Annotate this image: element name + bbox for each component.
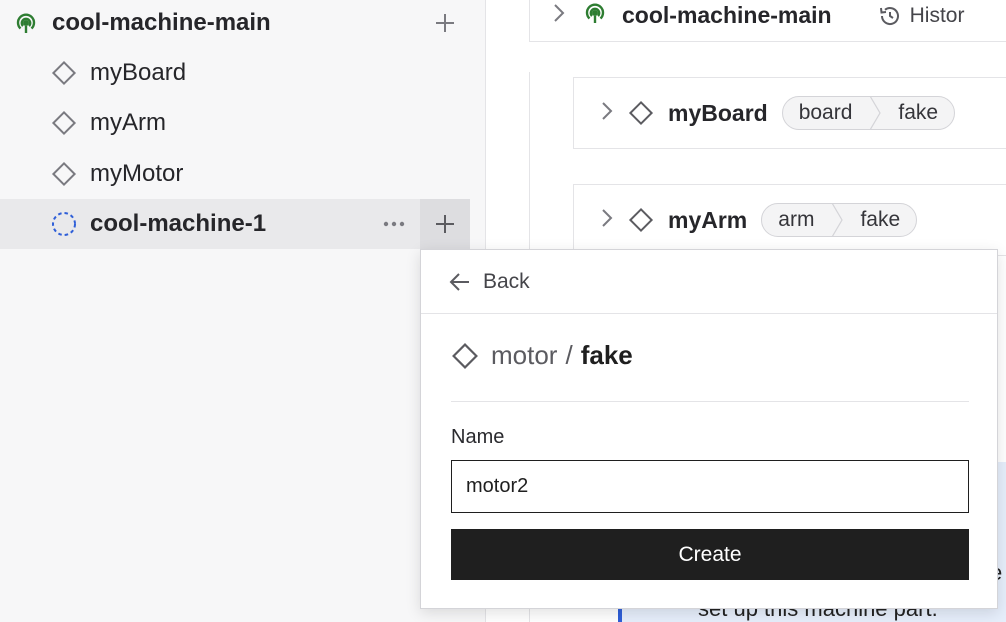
sidebar: cool-machine-main myBoard myArm myMotor … [0, 0, 486, 622]
add-subpart-button[interactable] [420, 199, 470, 249]
diamond-icon [628, 207, 654, 233]
chip-model: fake [860, 208, 901, 231]
sidebar-item-mymotor[interactable]: myMotor [0, 149, 486, 199]
popover-divider [451, 401, 969, 402]
diamond-icon [50, 59, 78, 87]
sidebar-item-label: myMotor [90, 160, 184, 187]
chip-type: arm [778, 208, 815, 231]
plus-icon [436, 14, 454, 32]
sidebar-root-label: cool-machine-main [52, 9, 271, 36]
machine-status-icon [12, 9, 40, 37]
back-button[interactable]: Back [421, 250, 997, 314]
sidebar-item-label: myArm [90, 109, 166, 136]
component-name: myBoard [668, 99, 768, 126]
component-name: myArm [668, 206, 748, 233]
sidebar-item-myboard[interactable]: myBoard [0, 48, 486, 98]
chevron-right-icon[interactable] [552, 3, 566, 28]
arrow-left-icon [449, 272, 469, 291]
resource-model: fake [580, 340, 633, 370]
chip-type: board [798, 101, 853, 124]
sidebar-root-machine[interactable]: cool-machine-main [0, 0, 486, 48]
diamond-icon [50, 160, 78, 188]
type-model-chip: arm fake [761, 203, 918, 237]
machine-title: cool-machine-main [622, 2, 832, 28]
sidebar-item-myarm[interactable]: myArm [0, 98, 486, 148]
sidebar-item-cool-machine-1[interactable]: cool-machine-1 [0, 199, 470, 249]
create-button[interactable]: Create [451, 529, 969, 580]
chevron-right-icon[interactable] [600, 101, 614, 126]
add-component-popover: Back motor / fake Name Create [420, 249, 998, 609]
chip-separator-icon [831, 203, 844, 237]
sidebar-item-label: myBoard [90, 59, 187, 86]
resource-type-heading: motor / fake [451, 340, 633, 371]
diamond-icon [50, 109, 78, 137]
machine-status-icon [582, 0, 608, 31]
name-input[interactable] [451, 460, 969, 513]
chip-separator-icon [869, 96, 882, 130]
diamond-icon [628, 100, 654, 126]
ellipsis-icon [383, 221, 405, 227]
diamond-icon [451, 342, 479, 370]
history-icon [879, 6, 899, 25]
history-button[interactable]: Histor [878, 3, 965, 28]
resource-type: motor [491, 340, 558, 370]
dashed-circle-icon [50, 210, 78, 238]
more-options-button[interactable] [376, 206, 412, 242]
chevron-right-icon[interactable] [600, 208, 614, 233]
type-model-chip: board fake [781, 96, 956, 130]
resource-separator: / [565, 340, 573, 370]
name-label: Name [451, 426, 505, 448]
sidebar-item-label: cool-machine-1 [90, 210, 267, 237]
plus-icon [436, 215, 454, 233]
back-label: Back [483, 269, 530, 293]
history-label: Histor [909, 3, 965, 27]
machine-header: cool-machine-main Histor [529, 0, 1006, 42]
add-part-button[interactable] [427, 5, 463, 41]
component-card-myarm[interactable]: myArm arm fake [573, 184, 1006, 256]
chip-model: fake [898, 101, 939, 124]
component-card-myboard[interactable]: myBoard board fake [573, 77, 1006, 149]
